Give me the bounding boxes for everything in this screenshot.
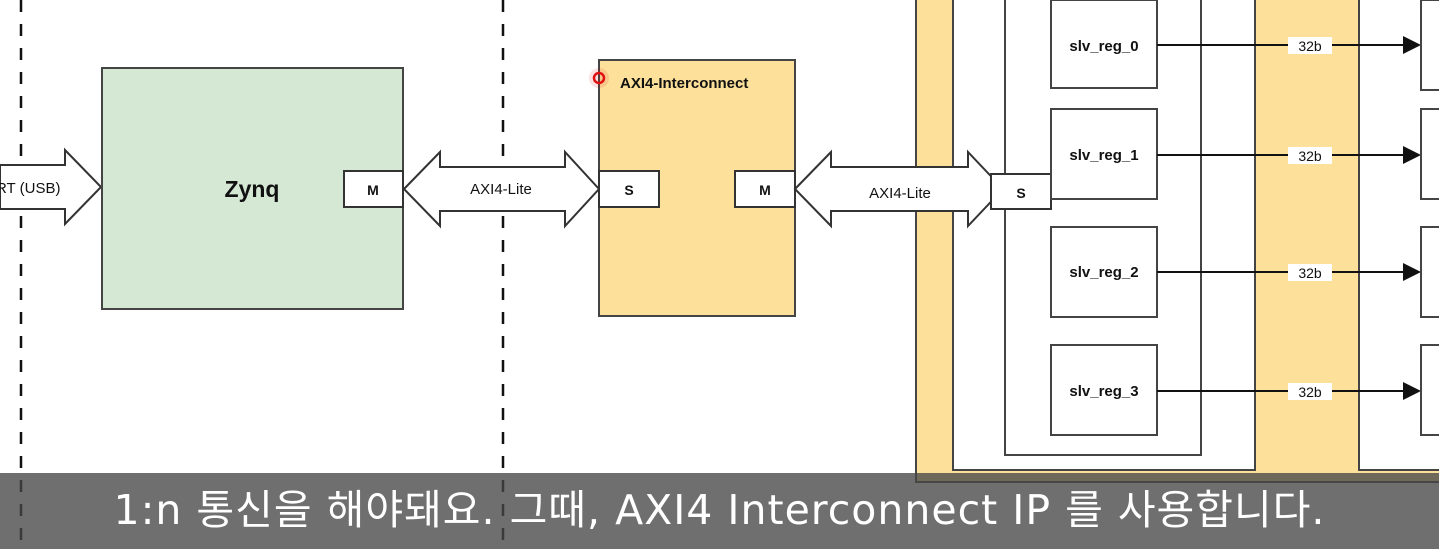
bus-width-label: 32b [1298,38,1322,54]
bus-width-label: 32b [1298,384,1322,400]
interconnect-master-port [734,170,796,208]
bus-width-label-bg [1288,383,1332,400]
register-name: slv_reg_3 [1069,383,1138,400]
usb-label: RT (USB) [0,180,60,197]
register-box [1050,0,1158,89]
bus-arrowhead [1403,263,1421,281]
register-box [1050,344,1158,436]
usb-arrow [0,147,103,227]
subtitle-bar [0,473,1439,549]
register-name: slv_reg_1 [1069,147,1138,164]
zynq-title: Zynq [225,176,280,202]
zynq-master-port [343,170,404,208]
output-block [1420,0,1439,91]
output-block [1420,108,1439,200]
bus-width-label-bg [1288,147,1332,164]
axi-lite-label-2: AXI4-Lite [869,185,931,202]
axi-lite-label-1: AXI4-Lite [470,181,532,198]
axi-ip-slave-port [990,173,1052,210]
register-name: slv_reg_0 [1069,38,1138,55]
subtitle-text: 1:n 통신을 해야돼요. 그때, AXI4 Interconnect IP 를… [113,486,1326,534]
cursor-dot-glow [589,68,609,88]
register-box [1050,226,1158,318]
output-block [1420,226,1439,318]
output-block [1420,344,1439,436]
bus-arrowhead [1403,36,1421,54]
interconnect-master-port-label: M [759,182,771,198]
bus-width-label-bg [1288,264,1332,281]
cursor-dot [592,71,606,85]
bus-width-label: 32b [1298,148,1322,164]
bus-arrowhead [1403,146,1421,164]
interconnect-title: AXI4-Interconnect [620,75,748,92]
register-name: slv_reg_2 [1069,264,1138,281]
bus-width-label: 32b [1298,265,1322,281]
interconnect-slave-port-label: S [624,182,633,198]
axi-ip-slave-port-label: S [1016,185,1025,201]
bus-width-label-bg [1288,37,1332,54]
interconnect-slave-port [598,170,660,208]
bus-arrowhead [1403,382,1421,400]
zynq-master-port-label: M [367,182,379,198]
